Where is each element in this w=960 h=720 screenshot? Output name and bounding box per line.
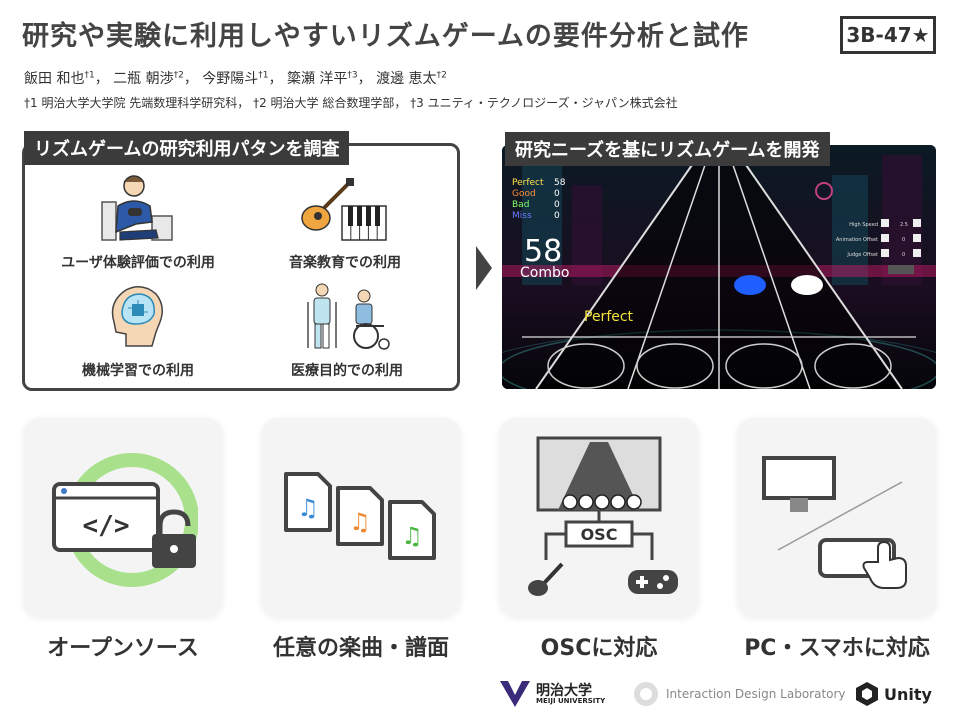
setting-value: 2.5 [900, 222, 908, 228]
osc-icon: OSC [528, 436, 678, 596]
meiji-name: 明治大学 [536, 682, 592, 699]
combo-count: 58 [524, 234, 562, 269]
decrease-button[interactable] [913, 219, 921, 227]
setting-value: 0 [902, 237, 905, 243]
unity-logo: Unity [854, 677, 932, 711]
use-label: 医療目的での利用 [291, 363, 403, 379]
survey-heading: リズムゲームの研究利用パタンを調査 [24, 131, 350, 165]
decrease-button[interactable] [913, 249, 921, 257]
author: 二瓶 朝渉 [113, 71, 174, 87]
note-white [791, 275, 823, 295]
feature-label: オープンソース [47, 636, 199, 661]
use-label: 音楽教育での利用 [289, 255, 401, 271]
increase-button[interactable] [881, 219, 889, 227]
judge-good: Good [512, 189, 536, 199]
osc-box-label: OSC [581, 525, 618, 544]
feature-label: PC・スマホに対応 [744, 636, 930, 661]
guitar-piano-icon [301, 178, 387, 241]
setting-label: Judge Offset [846, 252, 878, 258]
affil-mark: †2 [173, 70, 184, 81]
author: 渡邊 恵太 [376, 71, 437, 87]
judge-bad: Bad [512, 200, 529, 210]
brain-chip-icon [111, 286, 163, 347]
unity-name: Unity [884, 684, 932, 704]
judge-perfect: Perfect [512, 178, 544, 188]
feature-card-osc: OSC [500, 418, 698, 616]
note-blue [734, 275, 766, 295]
setting-label: High Speed [849, 222, 878, 228]
prototype-heading: 研究ニーズを基にリズムゲームを開発 [505, 132, 830, 166]
unity-cube-icon [856, 682, 878, 706]
pc-phone-icon [762, 456, 907, 589]
svg-text:♫: ♫ [297, 494, 319, 522]
lab-name: Interaction Design Laboratory [666, 687, 846, 701]
setting-label: Animation Offset [836, 237, 878, 243]
author: 今野陽斗 [202, 71, 259, 87]
svg-text:♫: ♫ [349, 508, 371, 536]
poster-title: 研究や実験に利用しやすいリズムゲームの要件分析と試作 [22, 21, 749, 52]
judge-count: 58 [554, 178, 566, 188]
patients-icon [307, 283, 390, 350]
setting-value: 0 [902, 252, 905, 258]
lab-emblem-icon [634, 682, 658, 706]
feature-card-pc-phone [738, 418, 936, 616]
affil-mark: †1 [258, 70, 269, 81]
feature-card-open-source: </> [24, 418, 222, 616]
increase-button[interactable] [881, 234, 889, 242]
affil-mark: †2 [436, 70, 447, 81]
combo-label: Combo [520, 265, 569, 281]
rhythm-game-screenshot: Perfect 58 Good 0 Bad 0 Miss 0 58 Combo … [502, 145, 936, 389]
judge-miss: Miss [512, 211, 532, 221]
judge-count: 0 [554, 200, 560, 210]
author: 簗瀬 洋平 [286, 71, 348, 87]
gamer-person-icon [101, 175, 173, 241]
game-scene: Perfect 58 Good 0 Bad 0 Miss 0 58 Combo … [502, 145, 936, 389]
feature-card-music: ♫ ♫ ♫ [262, 418, 460, 616]
author-list: 飯田 和也†1， 二瓶 朝渉†2， 今野陽斗†1， 簗瀬 洋平†3， 渡邊 恵太… [24, 70, 447, 87]
open-source-icon: </> [52, 453, 198, 587]
music-files-icon: ♫ ♫ ♫ [284, 472, 436, 560]
decrease-button[interactable] [913, 234, 921, 242]
affil-mark: †3 [347, 70, 358, 81]
arrow-right-icon [476, 246, 492, 290]
judge-count: 0 [554, 211, 560, 221]
author: 飯田 和也 [24, 71, 85, 87]
feature-label: 任意の楽曲・譜面 [272, 636, 449, 661]
affiliations: †1 明治大学大学院 先端数理科学研究科， †2 明治大学 総合数理学部， †3… [24, 96, 678, 110]
meiji-name-en: MEIJI UNIVERSITY [536, 696, 606, 705]
lab-logo: Interaction Design Laboratory [632, 677, 846, 711]
feature-label: OSCに対応 [540, 636, 658, 661]
meiji-logo: 明治大学 MEIJI UNIVERSITY [498, 677, 605, 711]
judgement-text: Perfect [584, 309, 634, 325]
judge-count: 0 [554, 189, 560, 199]
use-label: ユーザ体験評価での利用 [61, 255, 215, 271]
svg-text:♫: ♫ [401, 522, 423, 550]
meiji-emblem-icon [500, 681, 530, 707]
apply-button[interactable] [888, 265, 914, 274]
use-label: 機械学習での利用 [82, 363, 194, 379]
affil-mark: †1 [84, 70, 95, 81]
increase-button[interactable] [881, 249, 889, 257]
presentation-id-badge: 3B-47★ [840, 16, 936, 54]
svg-text:</>: </> [83, 511, 130, 541]
